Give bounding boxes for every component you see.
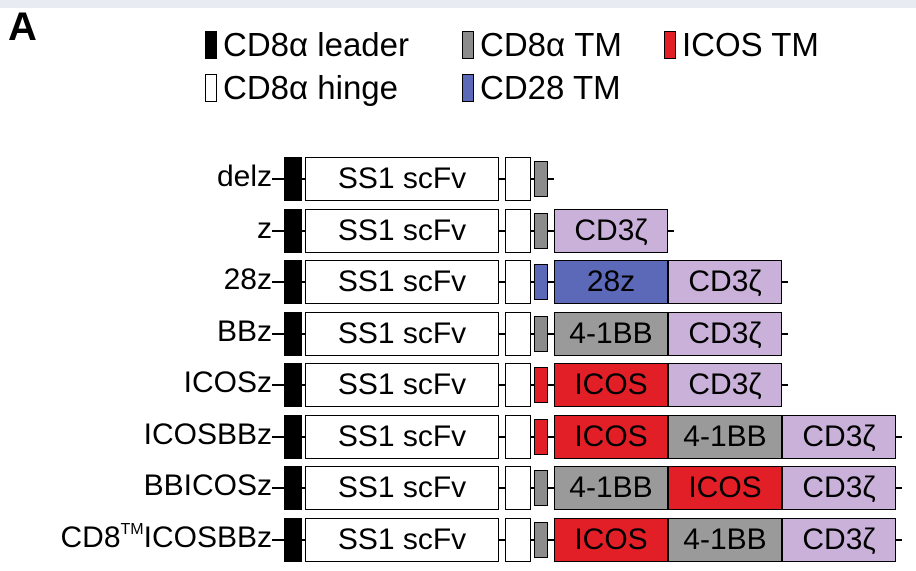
icos-domain-block: ICOS bbox=[554, 363, 668, 407]
construct-label: 28z bbox=[223, 263, 272, 296]
scfv-block: SS1 scFv bbox=[305, 517, 499, 562]
legend-item-cd28-tm: CD28 TM bbox=[462, 69, 621, 107]
construct-label: BBICOSz bbox=[143, 469, 272, 502]
28z-domain-block: 28z bbox=[554, 260, 668, 304]
4-1bb-domain-block: 4-1BB bbox=[554, 311, 668, 356]
cd3z-domain-block: CD3ζ bbox=[668, 311, 782, 356]
icos-tm-block bbox=[534, 418, 548, 455]
cd3z-domain-block: CD3ζ bbox=[782, 466, 896, 510]
cd28-tm-block bbox=[534, 264, 548, 300]
cd8-tm-block bbox=[534, 212, 548, 249]
cd3z-domain-block: CD3ζ bbox=[668, 260, 782, 304]
cd3z-domain-block: CD3ζ bbox=[782, 414, 896, 459]
4-1bb-domain-block: 4-1BB bbox=[668, 517, 782, 562]
legend-item-leader: CD8α leader bbox=[205, 26, 409, 64]
hinge-swatch bbox=[205, 74, 217, 102]
legend-label-leader: CD8α leader bbox=[223, 26, 409, 63]
construct-label: BBz bbox=[216, 314, 272, 348]
legend-item-hinge: CD8α hinge bbox=[205, 69, 398, 107]
construct-label-superscript: TM bbox=[120, 520, 144, 538]
cd8a-hinge-block bbox=[505, 466, 531, 510]
cd8a-hinge-block bbox=[505, 414, 531, 459]
legend-label-hinge: CD8α hinge bbox=[223, 69, 399, 106]
cd8a-leader-block bbox=[284, 414, 302, 459]
cd8a-leader-block bbox=[284, 208, 302, 253]
scfv-block: SS1 scFv bbox=[305, 363, 499, 407]
icos-domain-block: ICOS bbox=[554, 414, 668, 459]
construct-label: ICOSBBz bbox=[143, 417, 272, 451]
cd8a-hinge-block bbox=[505, 208, 531, 253]
icos-domain-block: ICOS bbox=[554, 517, 668, 562]
cd8-tm-block bbox=[534, 315, 548, 352]
window-top-strip bbox=[0, 0, 916, 8]
leader-swatch bbox=[205, 31, 217, 59]
construct-label: z bbox=[257, 211, 272, 245]
scfv-block: SS1 scFv bbox=[305, 311, 499, 356]
cd3z-domain-block: CD3ζ bbox=[668, 363, 782, 407]
icos-tm-block bbox=[534, 367, 548, 403]
cd8a-leader-block bbox=[284, 260, 302, 304]
cd8-tm-swatch bbox=[462, 31, 474, 59]
legend-label-cd28-tm: CD28 TM bbox=[480, 69, 621, 106]
cd8a-leader-block bbox=[284, 157, 302, 201]
scfv-block: SS1 scFv bbox=[305, 466, 499, 510]
icos-tm-swatch bbox=[664, 31, 676, 59]
cd8-tm-block bbox=[534, 161, 548, 197]
scfv-block: SS1 scFv bbox=[305, 157, 499, 201]
scfv-block: SS1 scFv bbox=[305, 414, 499, 459]
cd8a-hinge-block bbox=[505, 260, 531, 304]
construct-label: CD8TMICOSBBz bbox=[60, 520, 273, 554]
cd28-tm-swatch bbox=[462, 74, 474, 102]
construct-label: ICOSz bbox=[183, 366, 272, 399]
scfv-block: SS1 scFv bbox=[305, 208, 499, 253]
panel-letter: A bbox=[8, 5, 37, 49]
cd8a-hinge-block bbox=[505, 157, 531, 201]
cd8-tm-block bbox=[534, 521, 548, 558]
construct-label: delz bbox=[216, 160, 272, 193]
legend-item-icos-tm: ICOS TM bbox=[664, 26, 819, 64]
4-1bb-domain-block: 4-1BB bbox=[554, 466, 668, 510]
legend-label-cd8-tm: CD8α TM bbox=[480, 26, 622, 63]
cd8a-leader-block bbox=[284, 363, 302, 407]
legend-item-cd8-tm: CD8α TM bbox=[462, 26, 622, 64]
cd8a-hinge-block bbox=[505, 363, 531, 407]
cd8a-leader-block bbox=[284, 517, 302, 562]
cd8a-leader-block bbox=[284, 466, 302, 510]
cd3z-domain-block: CD3ζ bbox=[554, 208, 668, 253]
cd8a-hinge-block bbox=[505, 517, 531, 562]
cd8-tm-block bbox=[534, 470, 548, 506]
cd8a-hinge-block bbox=[505, 311, 531, 356]
legend-label-icos-tm: ICOS TM bbox=[682, 26, 819, 63]
cd3z-domain-block: CD3ζ bbox=[782, 517, 896, 562]
4-1bb-domain-block: 4-1BB bbox=[668, 414, 782, 459]
cd8a-leader-block bbox=[284, 311, 302, 356]
icos-domain-block: ICOS bbox=[668, 466, 782, 510]
scfv-block: SS1 scFv bbox=[305, 260, 499, 304]
